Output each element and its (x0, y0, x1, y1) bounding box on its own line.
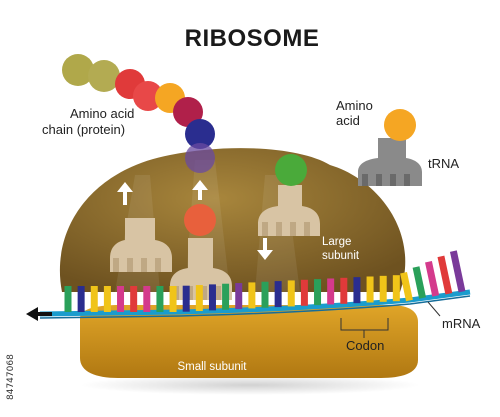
small-subunit (80, 305, 418, 378)
amino-acid-bead (133, 81, 163, 111)
left-arrow-icon (26, 307, 52, 321)
amino-acid-chain-label-line1: Amino acid (70, 106, 134, 121)
free-trna (358, 138, 422, 186)
up-arrow-icon (192, 180, 208, 200)
mrna-base (222, 283, 230, 310)
mrna-base (195, 285, 203, 312)
mrna-bases (64, 250, 466, 312)
amino-acid-label-line2: acid (336, 113, 360, 128)
amino-acid-label-line1: Amino (336, 98, 373, 113)
mrna-base (425, 260, 440, 297)
free-amino-acid (384, 109, 416, 141)
mrna-base (117, 286, 125, 312)
trna-a-site (258, 185, 320, 236)
mrna-base (392, 275, 400, 302)
mrna-base (412, 266, 427, 299)
up-arrow-icon (117, 182, 133, 205)
mrna-base (437, 255, 453, 295)
mrna-base (353, 277, 361, 304)
mrna-base (90, 286, 98, 312)
mrna-base (169, 286, 177, 312)
mrna-base (366, 276, 374, 303)
large-subunit-label-line1: Large (322, 236, 351, 248)
stock-id: 84747068 (6, 354, 16, 400)
amino-acid-a-site (275, 154, 307, 186)
mrna-base (64, 286, 72, 312)
mrna-base (274, 281, 282, 308)
mrna-base (400, 272, 413, 302)
amino-acid-chain-label-line2: chain (protein) (42, 122, 125, 137)
page-title: RIBOSOME (185, 25, 320, 52)
amino-acid-bead (185, 119, 215, 149)
mrna-base (130, 286, 138, 312)
mrna-base (261, 281, 269, 308)
mrna-base (208, 284, 216, 311)
mrna-base (103, 286, 111, 312)
mrna-base (340, 277, 348, 304)
mrna-base (182, 285, 190, 312)
large-subunit-label-line2: subunit (322, 250, 360, 262)
mrna-base (379, 275, 387, 302)
amino-acid-bead (173, 97, 203, 127)
mrna-base (287, 280, 295, 307)
trna-label: tRNA (428, 156, 459, 171)
trna-exiting (110, 218, 172, 272)
amino-acid-bead (62, 54, 94, 86)
amino-acid-chain (62, 54, 215, 173)
amino-acid-p-site (184, 204, 216, 236)
mrna-strand (39, 289, 471, 319)
down-arrow-icon (257, 238, 273, 260)
mrna-label: mRNA (442, 316, 481, 331)
codon-label: Codon (346, 338, 384, 353)
mrna-base (235, 283, 243, 310)
mrna-leader-line (427, 301, 441, 317)
mrna-base (449, 250, 466, 293)
amino-acid-bead (185, 143, 215, 173)
mrna-base (248, 282, 256, 309)
mrna-base (300, 279, 308, 306)
mrna-base (156, 286, 164, 312)
amino-acid-bead (88, 60, 120, 92)
mrna-base (314, 279, 322, 306)
ground-shadow (80, 375, 420, 395)
small-subunit-label: Small subunit (177, 361, 247, 373)
mrna-base (143, 286, 151, 312)
mrna-base (327, 278, 335, 305)
mrna-base (77, 286, 85, 312)
